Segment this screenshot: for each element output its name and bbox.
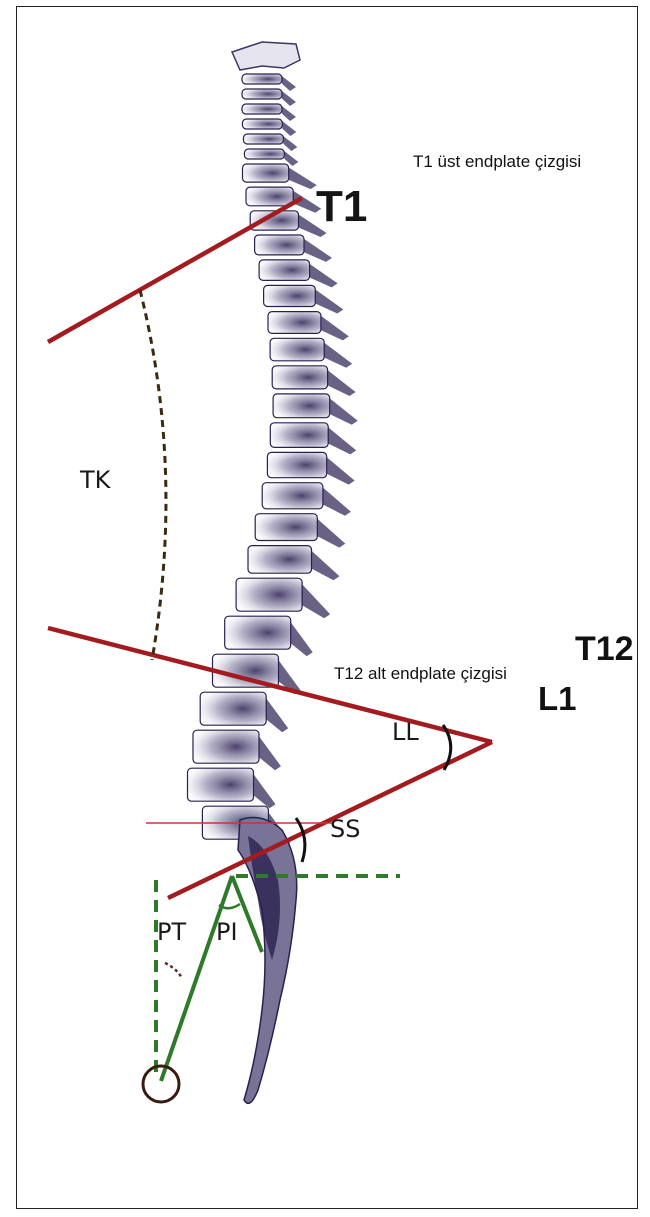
vertebral-body <box>255 235 304 255</box>
vertebral-body <box>246 187 293 206</box>
vertebral-body <box>193 730 259 763</box>
spinous-process <box>282 91 296 106</box>
vertebral-body <box>225 616 291 649</box>
vertebral-body <box>236 578 302 611</box>
ss-angle-label: SS <box>330 815 360 843</box>
vertebral-body <box>242 119 282 129</box>
vertebral-body <box>244 149 284 159</box>
t1-line-caption: T1 üst endplate çizgisi <box>413 152 581 172</box>
t1-label: T1 <box>316 182 367 232</box>
vertebral-body <box>248 546 312 574</box>
spinous-process <box>328 370 356 396</box>
spinous-process <box>282 76 296 91</box>
t12-label: T12 <box>575 630 634 669</box>
vertebral-body <box>262 483 323 509</box>
ss-angle-arc <box>296 818 305 862</box>
vertebral-body <box>259 260 310 281</box>
vertebral-body <box>243 164 289 182</box>
spinous-process <box>291 622 313 656</box>
vertebral-body <box>242 74 282 84</box>
vertebral-body <box>267 452 326 477</box>
vertebral-body <box>264 285 316 306</box>
vertebral-body <box>268 312 321 334</box>
vertebral-body <box>200 692 266 725</box>
spinous-process <box>254 774 276 808</box>
vertebral-body <box>273 394 330 418</box>
spinous-process <box>304 239 332 262</box>
spinous-process <box>283 136 297 151</box>
vertebral-body <box>270 423 328 448</box>
spinous-process <box>327 457 355 485</box>
spinous-process <box>302 584 330 618</box>
cervical-top <box>232 42 300 70</box>
spinous-process <box>282 121 296 136</box>
spinous-process <box>311 551 339 581</box>
vertebral-body <box>272 366 327 389</box>
vertebral-body <box>188 768 254 801</box>
vertebral-body <box>242 104 282 114</box>
spinous-process <box>259 736 281 770</box>
vertebral-body <box>255 514 317 541</box>
spinous-process <box>289 168 317 190</box>
pt-angle-label: PT <box>157 918 186 946</box>
spinous-process <box>328 427 356 454</box>
spinous-process <box>323 488 351 516</box>
ll-angle-label: LL <box>392 718 419 746</box>
spinous-process <box>324 343 352 368</box>
spinous-process <box>282 106 296 121</box>
vertebral-body <box>242 89 282 99</box>
spinous-process <box>330 398 358 424</box>
spinous-process <box>321 316 349 341</box>
spinous-process <box>266 698 288 732</box>
vertebral-body <box>243 134 283 144</box>
tk-angle-arc <box>140 290 166 660</box>
spinous-process <box>310 264 338 288</box>
tk-angle-label: TK <box>80 466 110 494</box>
femoral-head-circle <box>143 1066 179 1102</box>
vertebral-body <box>270 338 324 361</box>
spinous-process <box>317 519 345 548</box>
spinous-process <box>315 289 343 313</box>
t12-line-caption: T12 alt endplate çizgisi <box>334 664 507 684</box>
pt-angle-arc <box>165 963 182 978</box>
l1-label: L1 <box>538 680 577 718</box>
pi-angle-label: PI <box>216 918 238 946</box>
